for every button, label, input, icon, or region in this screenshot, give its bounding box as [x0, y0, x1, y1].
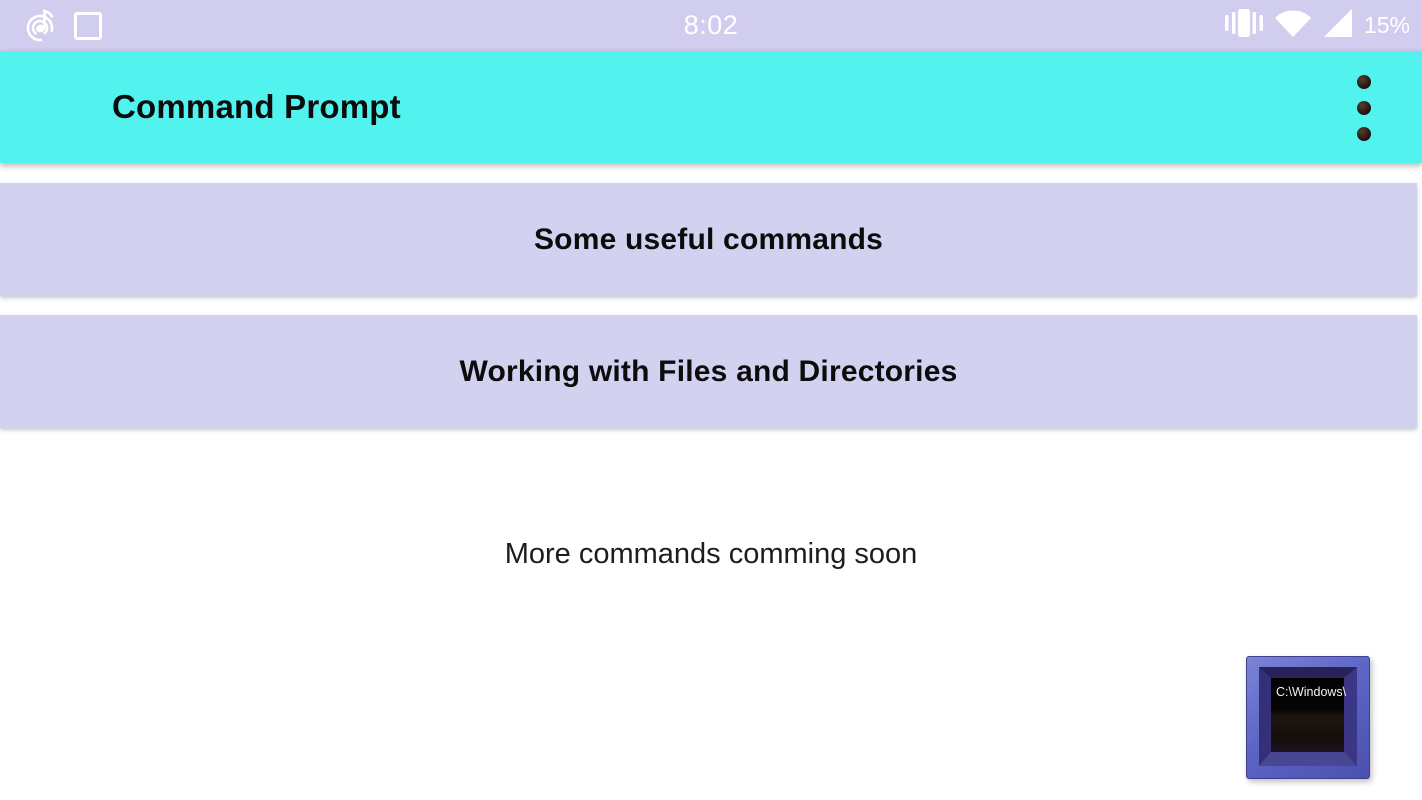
battery-percent-text: 15%	[1363, 12, 1410, 38]
overflow-dot	[1357, 75, 1371, 89]
status-bar-system-icons: 15%	[1224, 0, 1410, 51]
card-label: Working with Files and Directories	[459, 354, 958, 388]
music-notification-icon	[24, 4, 60, 47]
overflow-dot	[1357, 127, 1371, 141]
card-some-useful-commands[interactable]: Some useful commands	[0, 183, 1417, 296]
terminal-screen: C:\Windows\	[1259, 667, 1357, 766]
status-bar-clock: 8:02	[683, 10, 739, 40]
terminal-prompt-text: C:\Windows\	[1276, 685, 1347, 699]
vibrate-icon	[1224, 8, 1264, 43]
screenshot-notification-icon	[74, 11, 102, 40]
coming-soon-text: More commands comming soon	[504, 538, 918, 570]
status-bar-notification-icons	[24, 4, 102, 47]
app-bar: Command Prompt	[0, 51, 1422, 163]
status-bar: 8:02 15%	[0, 0, 1422, 51]
app-title: Command Prompt	[112, 88, 401, 125]
card-working-with-files-and-directories[interactable]: Working with Files and Directories	[0, 315, 1417, 428]
overflow-menu-button[interactable]	[1344, 73, 1384, 143]
wifi-icon	[1274, 9, 1312, 43]
overflow-dot	[1357, 101, 1371, 115]
command-prompt-app-icon[interactable]: C:\Windows\	[1246, 656, 1370, 779]
card-label: Some useful commands	[533, 222, 884, 256]
cellular-signal-icon	[1322, 9, 1354, 42]
